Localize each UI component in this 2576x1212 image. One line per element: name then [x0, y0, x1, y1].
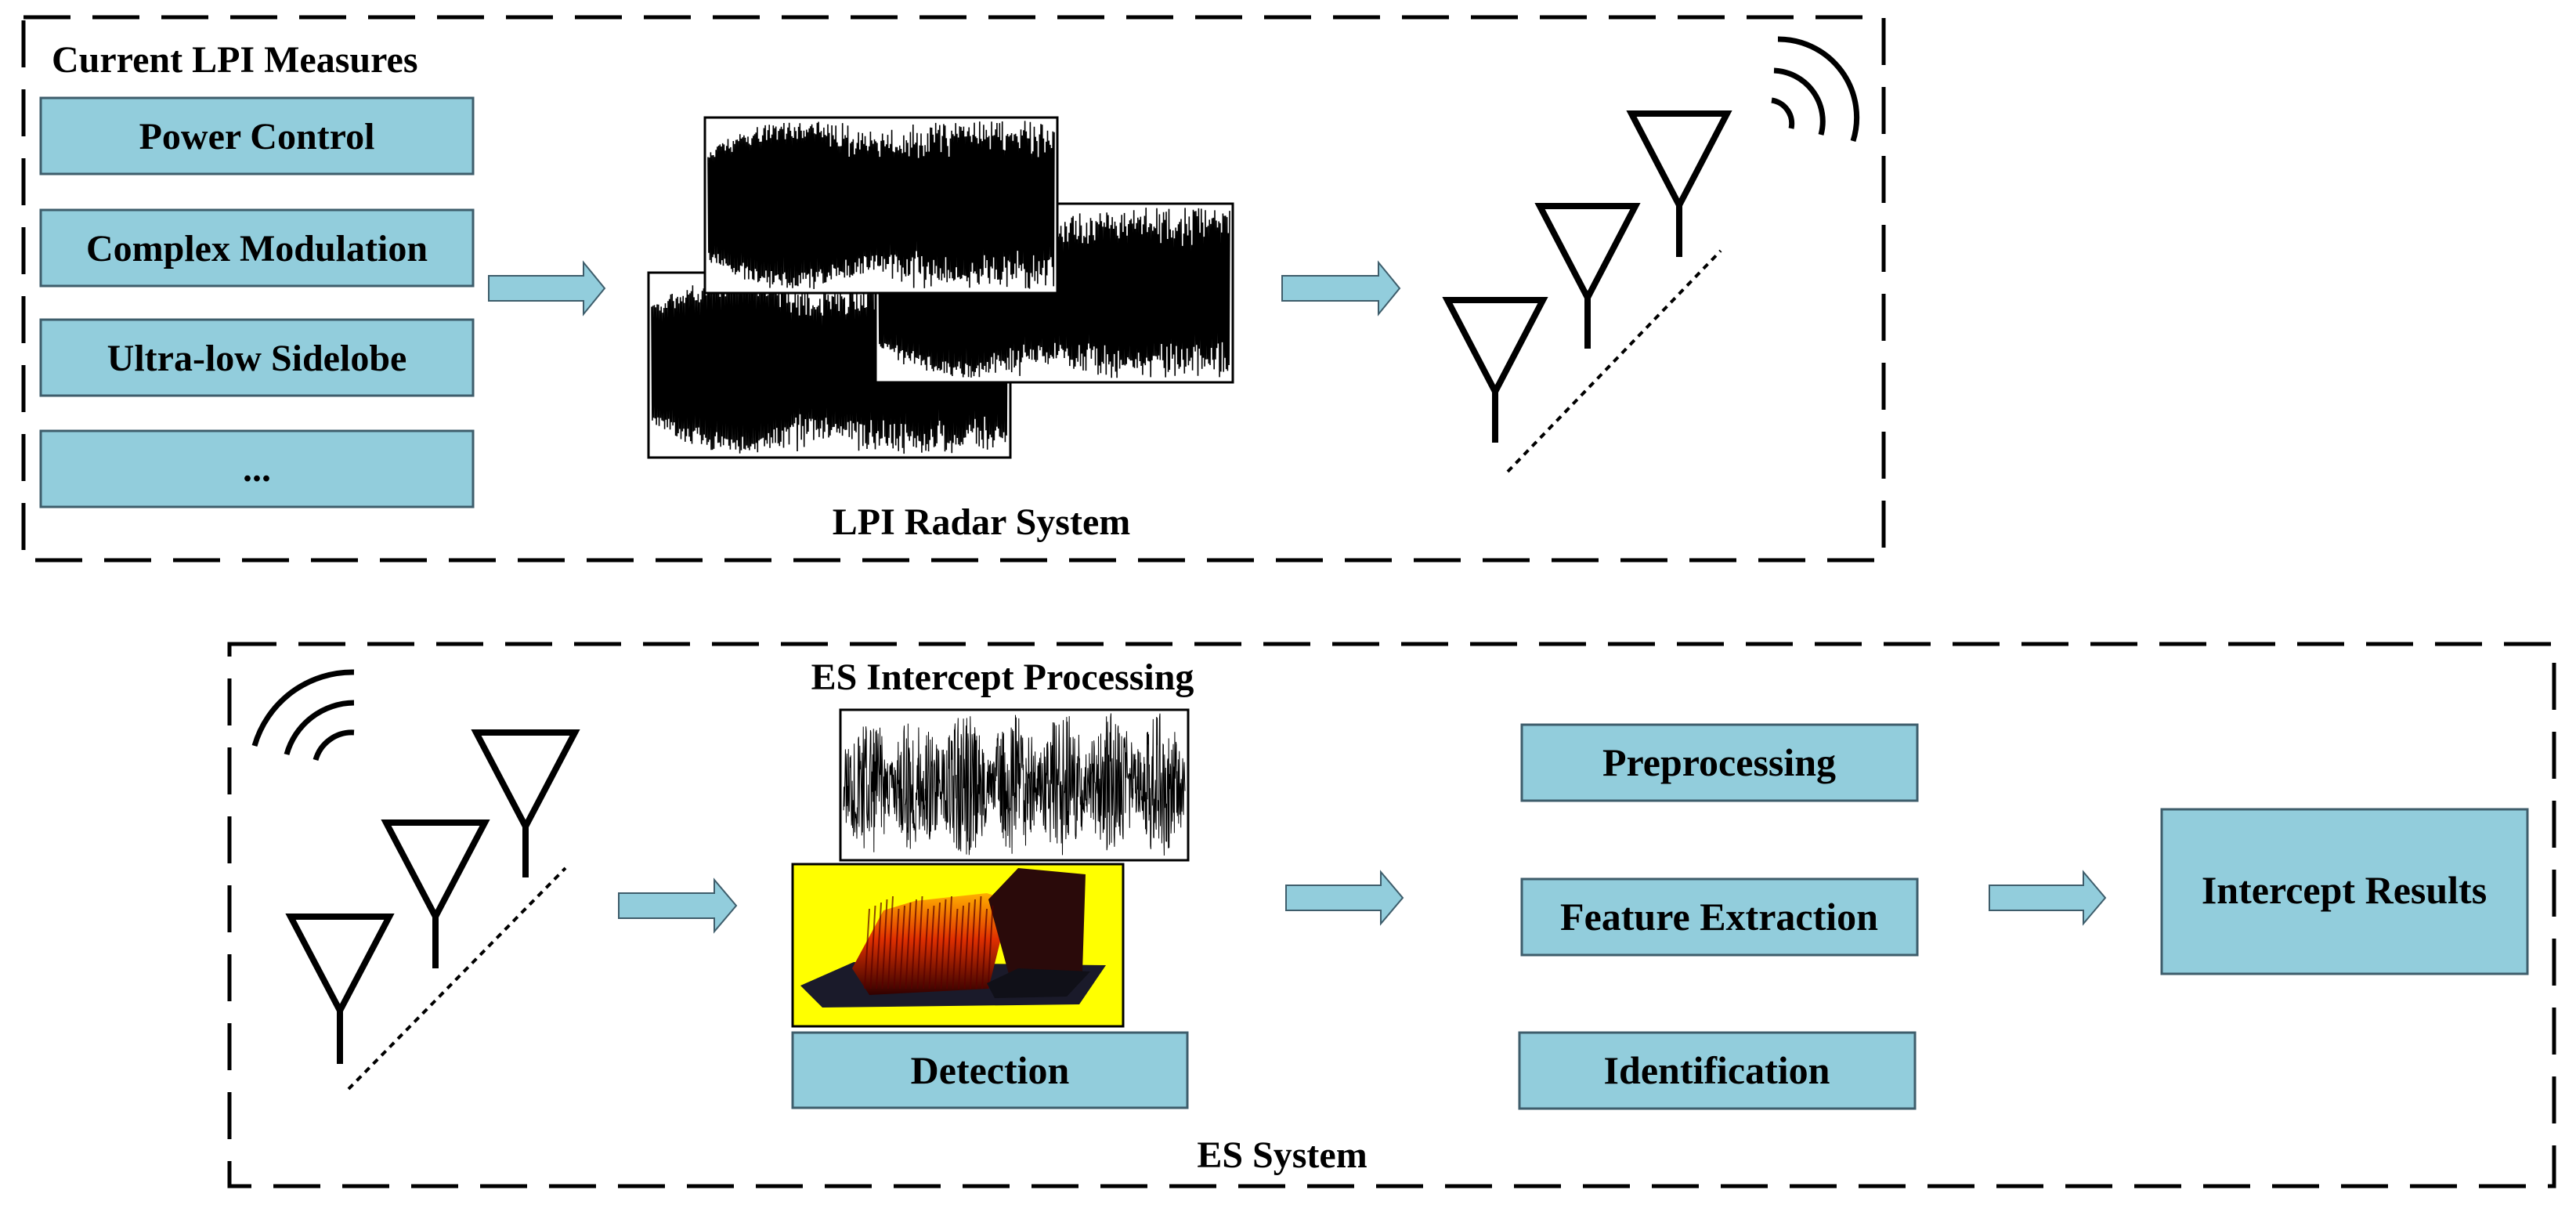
- detection-box: Detection: [791, 1031, 1189, 1109]
- stage-box: Feature Extraction: [1520, 877, 1919, 957]
- svg-text:Complex Modulation: Complex Modulation: [86, 228, 428, 270]
- intercept-results-box: Intercept Results: [2160, 808, 2529, 975]
- svg-text:Identification: Identification: [1604, 1048, 1830, 1092]
- waveform-icon: [839, 708, 1190, 862]
- arrow-icon: [618, 877, 738, 934]
- measure-item: Ultra-low Sidelobe: [39, 318, 475, 397]
- arrow-icon: [1989, 870, 2107, 926]
- stage-box: Preprocessing: [1520, 723, 1919, 802]
- radio-wave-icon: [251, 669, 355, 762]
- arrow-icon: [488, 260, 606, 317]
- es-system-panel: ES Intercept Processing Detection ES Sys…: [227, 642, 2556, 1188]
- svg-text:Detection: Detection: [911, 1048, 1070, 1092]
- panel-caption: ES System: [1197, 1134, 1367, 1176]
- antenna-array-icon: [285, 729, 580, 1091]
- panel-caption: LPI Radar System: [833, 501, 1130, 543]
- waveform-icon: [703, 116, 1059, 295]
- es-system-panel-border: [227, 642, 2556, 1188]
- antenna-array-icon: [1442, 110, 1732, 473]
- radio-wave-icon: [1771, 36, 1860, 143]
- panel-title: Current LPI Measures: [52, 39, 418, 81]
- arrow-icon: [1285, 870, 1404, 926]
- processing-title: ES Intercept Processing: [811, 657, 1194, 698]
- svg-text:Ultra-low Sidelobe: Ultra-low Sidelobe: [107, 338, 407, 379]
- svg-text:Preprocessing: Preprocessing: [1602, 740, 1836, 784]
- svg-text:Intercept Results: Intercept Results: [2202, 868, 2487, 912]
- stage-box: Identification: [1518, 1031, 1917, 1110]
- lpi-radar-panel-border: [21, 15, 1886, 563]
- svg-text:Feature Extraction: Feature Extraction: [1560, 895, 1878, 939]
- measure-item: Power Control: [39, 96, 475, 175]
- lpi-radar-panel: Current LPI Measures Power Control Compl…: [21, 15, 1886, 563]
- measure-item: Complex Modulation: [39, 208, 475, 288]
- measure-item: ...: [39, 429, 475, 508]
- svg-text:...: ...: [243, 448, 271, 490]
- arrow-icon: [1281, 260, 1401, 317]
- svg-text:Power Control: Power Control: [139, 116, 375, 157]
- 3d-spectrum-icon: [791, 863, 1125, 1028]
